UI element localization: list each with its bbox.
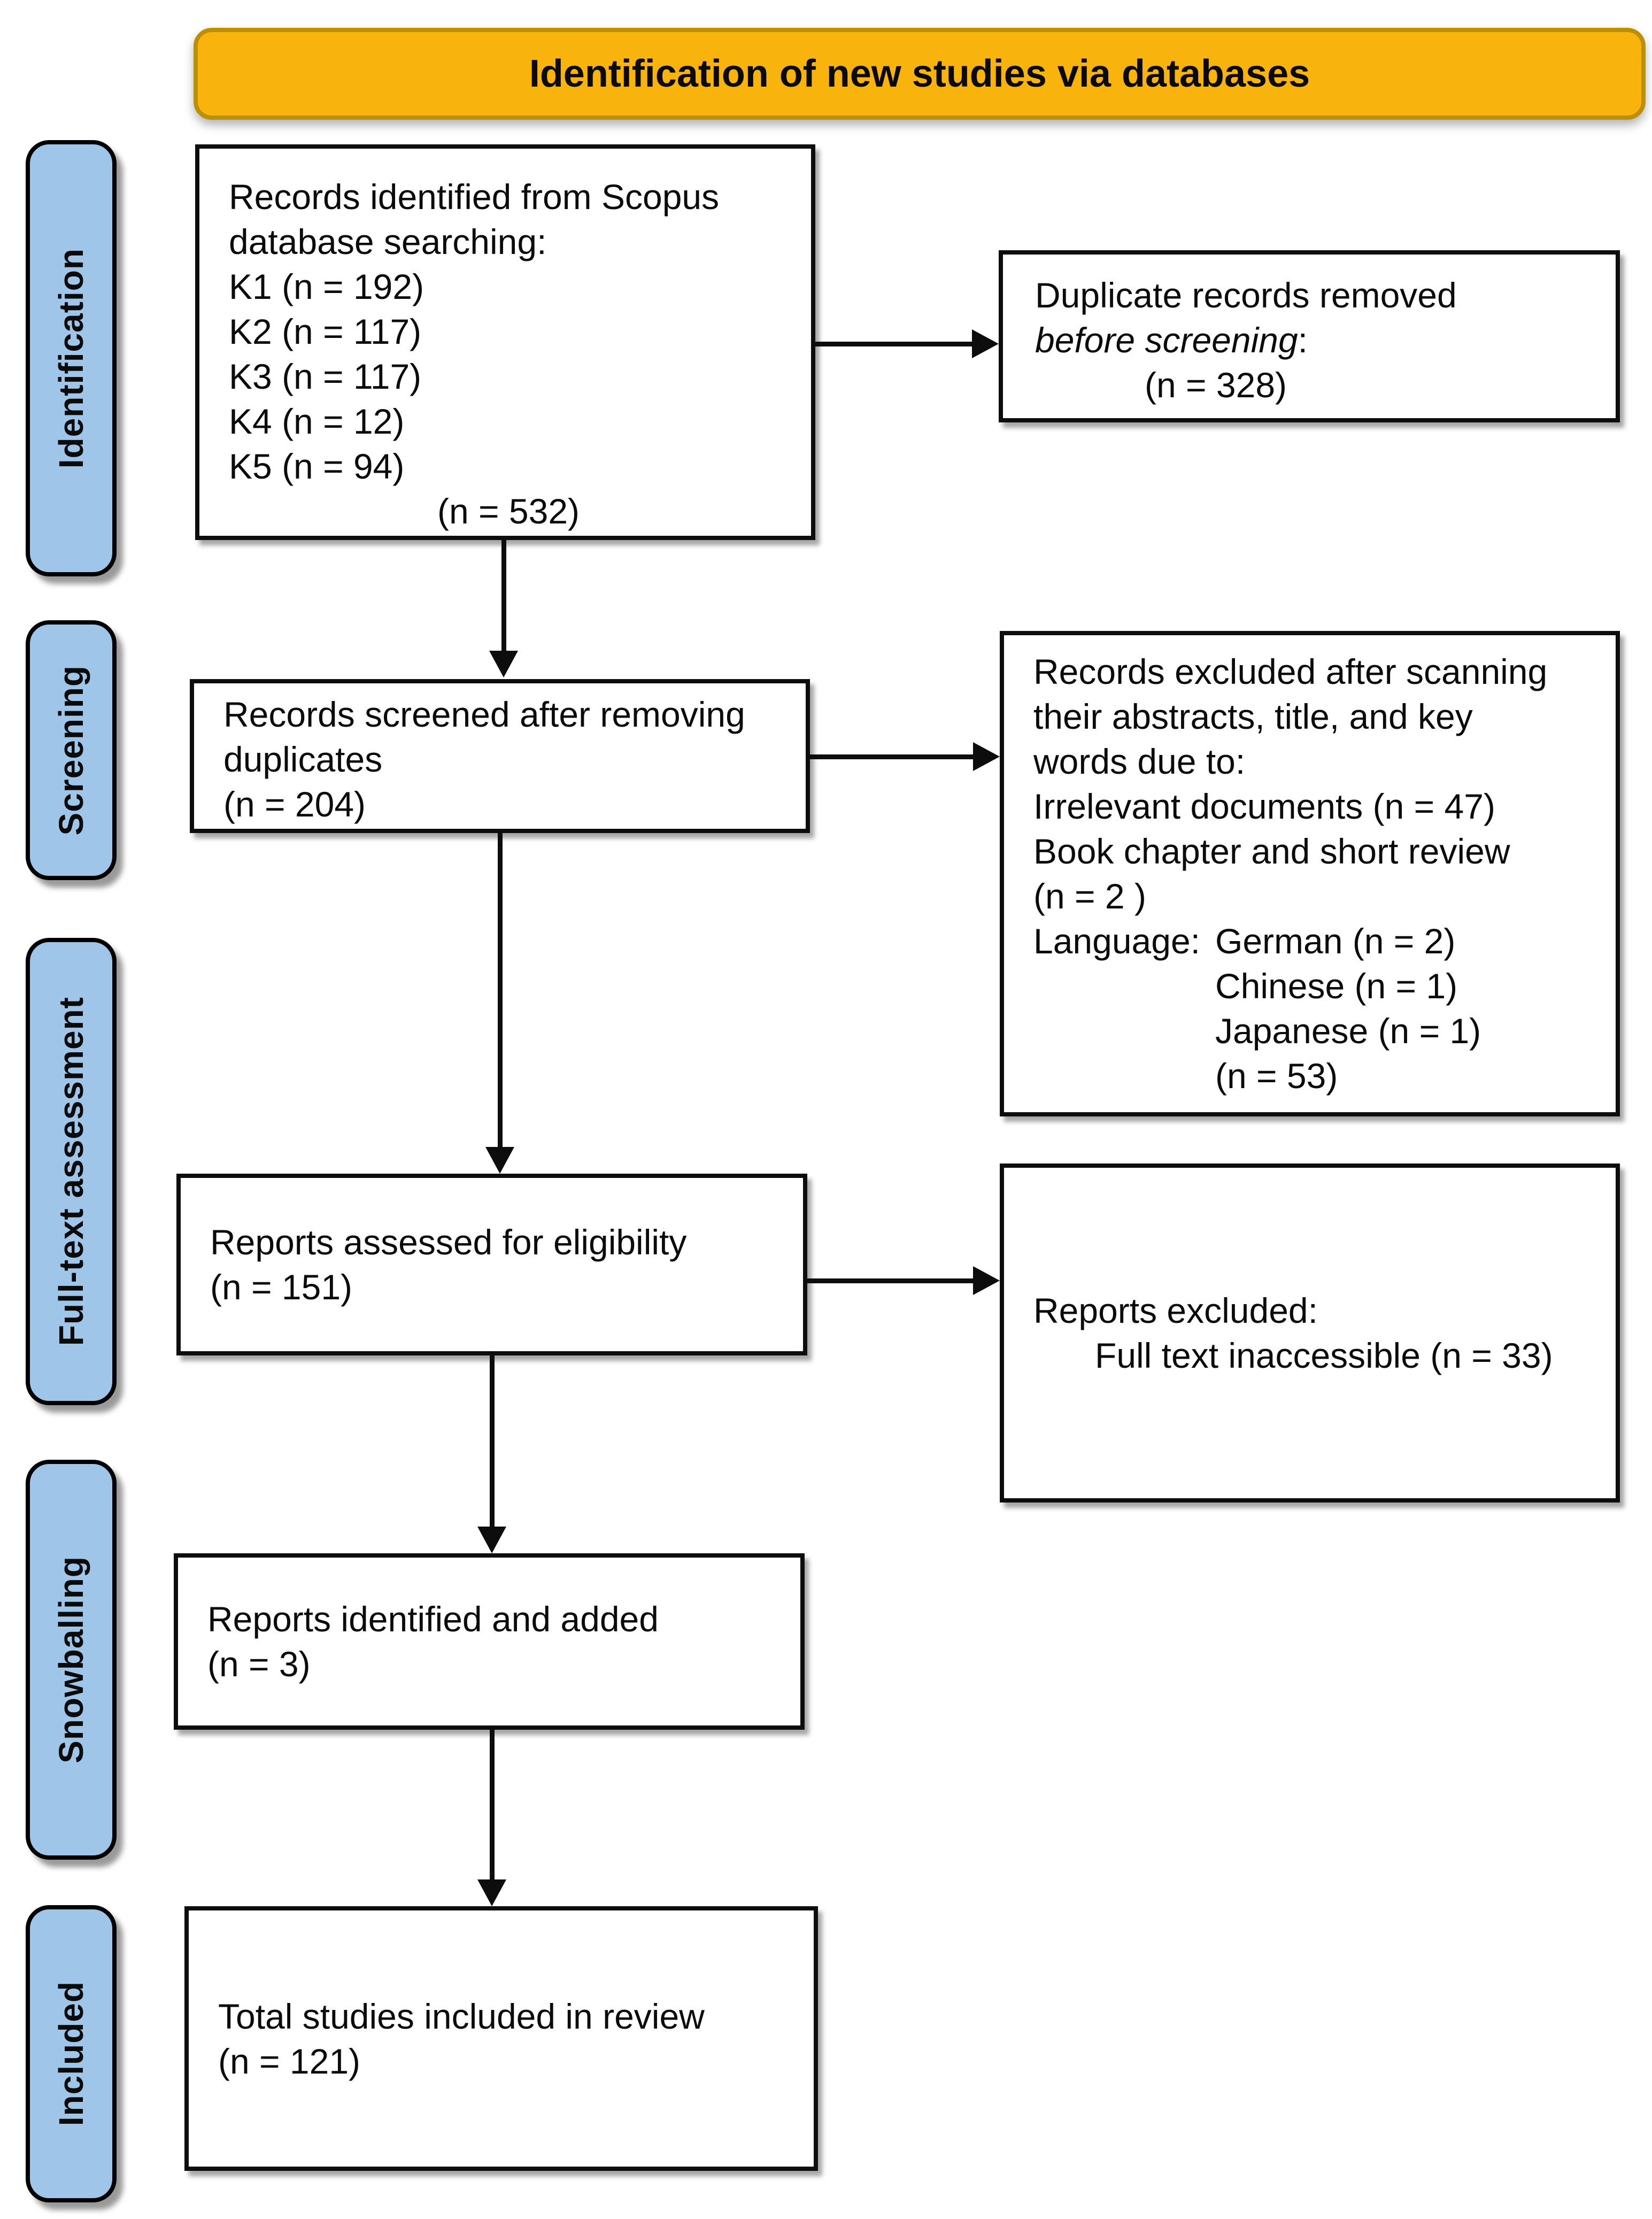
arrowhead-down-icon (489, 651, 518, 677)
box-text-line: Book chapter and short review (1033, 831, 1510, 871)
box-text-line: Reports excluded: (1033, 1291, 1318, 1330)
arrowhead-down-icon (477, 1879, 506, 1906)
box-text-line: K3 (n = 117) (229, 357, 422, 396)
stage-label-text: Screening (52, 665, 90, 836)
box-total-included: Total studies included in review (n = 12… (184, 1906, 818, 2171)
box-text-line: Irrelevant documents (n = 47) (1033, 787, 1495, 826)
language-breakdown: Language: German (n = 2) Chinese (n = 1)… (1033, 919, 1610, 1098)
box-text-line: Full text inaccessible (n = 33) (1095, 1336, 1553, 1375)
box-duplicate-records-removed: Duplicate records removed before screeni… (999, 250, 1620, 422)
box-records-screened: Records screened after removing duplicat… (190, 679, 810, 833)
diagram-title: Identification of new studies via databa… (529, 52, 1310, 95)
language-item: German (n = 2) (1215, 921, 1456, 961)
arrowhead-right-icon (972, 329, 999, 358)
stage-label-text: Snowballing (52, 1556, 90, 1763)
arrow-line (501, 540, 506, 655)
box-reports-added: Reports identified and added (n = 3) (174, 1553, 805, 1730)
box-reports-excluded: Reports excluded: Full text inaccessible… (1000, 1164, 1620, 1503)
stage-label-text: Identification (52, 248, 90, 469)
stage-label-text: Included (52, 1981, 90, 2126)
italic-phrase: before screening (1035, 320, 1298, 360)
title-banner: Identification of new studies via databa… (194, 28, 1646, 120)
language-item: Japanese (n = 1) (1215, 1011, 1481, 1051)
box-text-line: Records identified from Scopus (229, 177, 720, 217)
stage-label-identification: Identification (26, 140, 117, 576)
box-text-line: Reports identified and added (207, 1599, 659, 1639)
language-label: Language: (1033, 921, 1200, 961)
language-subtotal: (n = 53) (1215, 1056, 1338, 1096)
arrowhead-right-icon (973, 1266, 1000, 1295)
box-text-line: duplicates (223, 739, 383, 779)
arrow-line (814, 342, 974, 346)
colon: : (1298, 320, 1308, 360)
stage-label-text: Full-text assessment (52, 997, 90, 1346)
box-text-line: database searching: (229, 222, 547, 261)
arrow-line (490, 1730, 495, 1882)
box-total-count: (n = 204) (223, 784, 366, 824)
box-text-line: (n = 2 ) (1033, 876, 1146, 916)
arrow-line (806, 1278, 974, 1283)
stage-label-included: Included (26, 1905, 117, 2202)
box-total-count: (n = 151) (210, 1267, 352, 1307)
box-text-line: K2 (n = 117) (229, 312, 422, 351)
arrowhead-right-icon (973, 742, 1000, 771)
language-item: Chinese (n = 1) (1215, 966, 1458, 1006)
box-text-line: K4 (n = 12) (229, 402, 405, 441)
box-text-line: Duplicate records removed (1035, 275, 1457, 315)
box-text-line: words due to: (1033, 742, 1246, 781)
box-records-identified: Records identified from Scopus database … (195, 144, 815, 540)
box-total-count: (n = 3) (207, 1644, 311, 1684)
arrowhead-down-icon (477, 1527, 506, 1553)
box-reports-assessed: Reports assessed for eligibility (n = 15… (176, 1174, 807, 1355)
box-total-count: (n = 328) (1145, 365, 1287, 405)
box-text-line: K5 (n = 94) (229, 446, 405, 486)
box-text-line: Total studies included in review (218, 1996, 705, 2036)
stage-label-full-text-assessment: Full-text assessment (26, 938, 117, 1405)
box-text-line: their abstracts, title, and key (1033, 697, 1473, 736)
box-text-line: before screening: (1035, 318, 1605, 363)
arrow-line (490, 1355, 495, 1529)
box-text-line: Records screened after removing (223, 695, 745, 734)
box-total-count: (n = 532) (437, 491, 580, 531)
arrow-line (808, 754, 974, 759)
box-records-excluded: Records excluded after scanning their ab… (1000, 631, 1620, 1116)
language-items: German (n = 2) Chinese (n = 1) Japanese … (1215, 919, 1481, 1098)
stage-label-snowballing: Snowballing (26, 1460, 117, 1860)
box-text-line: Records excluded after scanning (1033, 652, 1548, 691)
arrow-line (498, 833, 503, 1149)
stage-label-screening: Screening (26, 620, 117, 880)
box-text-line: K1 (n = 192) (229, 267, 424, 306)
arrowhead-down-icon (485, 1147, 514, 1174)
box-total-count: (n = 121) (218, 2041, 360, 2081)
box-text-line: Reports assessed for eligibility (210, 1222, 687, 1262)
